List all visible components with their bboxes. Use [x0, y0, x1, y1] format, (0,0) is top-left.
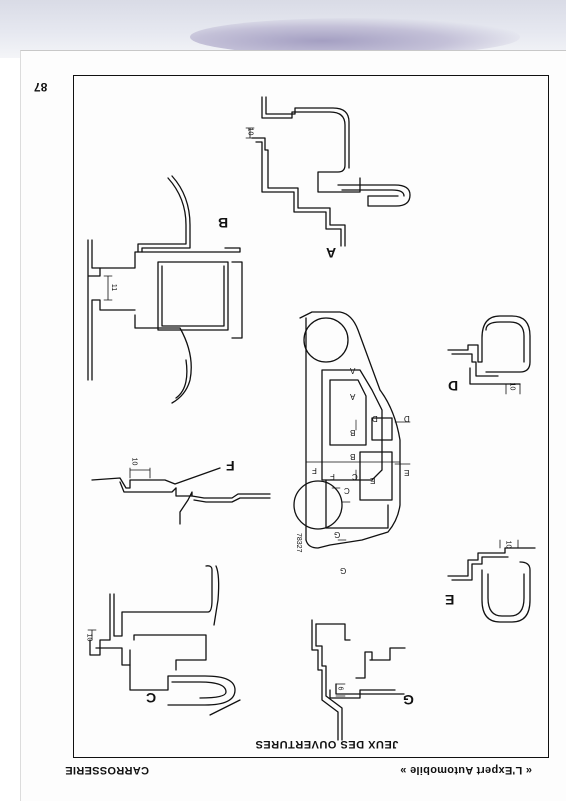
scan-shadow-blob	[190, 18, 520, 56]
view-label-g: G	[403, 692, 414, 708]
car-marker-e2: E	[404, 468, 410, 477]
dimension-c: 10	[85, 633, 93, 642]
page-title: JEUX DES OUVERTURES	[255, 738, 399, 750]
figure-ref: 78327	[295, 533, 302, 553]
section-c-profile	[87, 565, 241, 716]
car-marker-c2: C	[344, 486, 350, 495]
section-d-profile	[447, 315, 531, 395]
dimension-d: 10	[508, 382, 516, 391]
car-marker-d1: D	[372, 414, 378, 423]
dimension-a: 10	[246, 127, 254, 136]
dimension-g: 6	[336, 686, 344, 691]
dimension-e: 10	[504, 540, 512, 549]
car-marker-g1: G	[334, 530, 341, 539]
car-marker-g2: G	[340, 566, 347, 575]
section-a-profile	[245, 96, 411, 247]
car-marker-e1: E	[370, 476, 376, 485]
view-label-a: A	[326, 245, 337, 261]
car-side-view	[293, 311, 411, 549]
drawing-frame	[73, 75, 549, 758]
car-marker-d2: D	[404, 414, 410, 423]
car-marker-c1: C	[352, 472, 358, 481]
car-marker-a1: A	[350, 366, 356, 375]
section-g-profile	[311, 619, 406, 741]
publisher-label: « L'Expert Automobile »	[400, 764, 532, 776]
car-marker-f1: F	[312, 466, 317, 475]
section-b-profile	[87, 175, 243, 404]
car-marker-f2: F	[330, 472, 335, 481]
view-label-b: B	[218, 215, 229, 231]
car-marker-b1: B	[350, 428, 356, 437]
view-label-e: E	[445, 592, 455, 608]
car-marker-b2: B	[350, 452, 356, 461]
view-label-c: C	[146, 690, 157, 706]
section-f-profile	[91, 467, 271, 525]
section-label: CARROSSERIE	[65, 764, 149, 776]
dimension-arrows	[331, 419, 357, 541]
dimension-f: 10	[130, 457, 138, 466]
dimension-b: 11	[110, 283, 118, 292]
view-label-d: D	[448, 378, 459, 394]
page-sheet	[20, 50, 566, 801]
section-e-profile	[447, 539, 536, 623]
page-number: 87	[34, 80, 48, 94]
car-marker-a2: A	[350, 392, 356, 401]
view-label-f: F	[226, 458, 235, 474]
